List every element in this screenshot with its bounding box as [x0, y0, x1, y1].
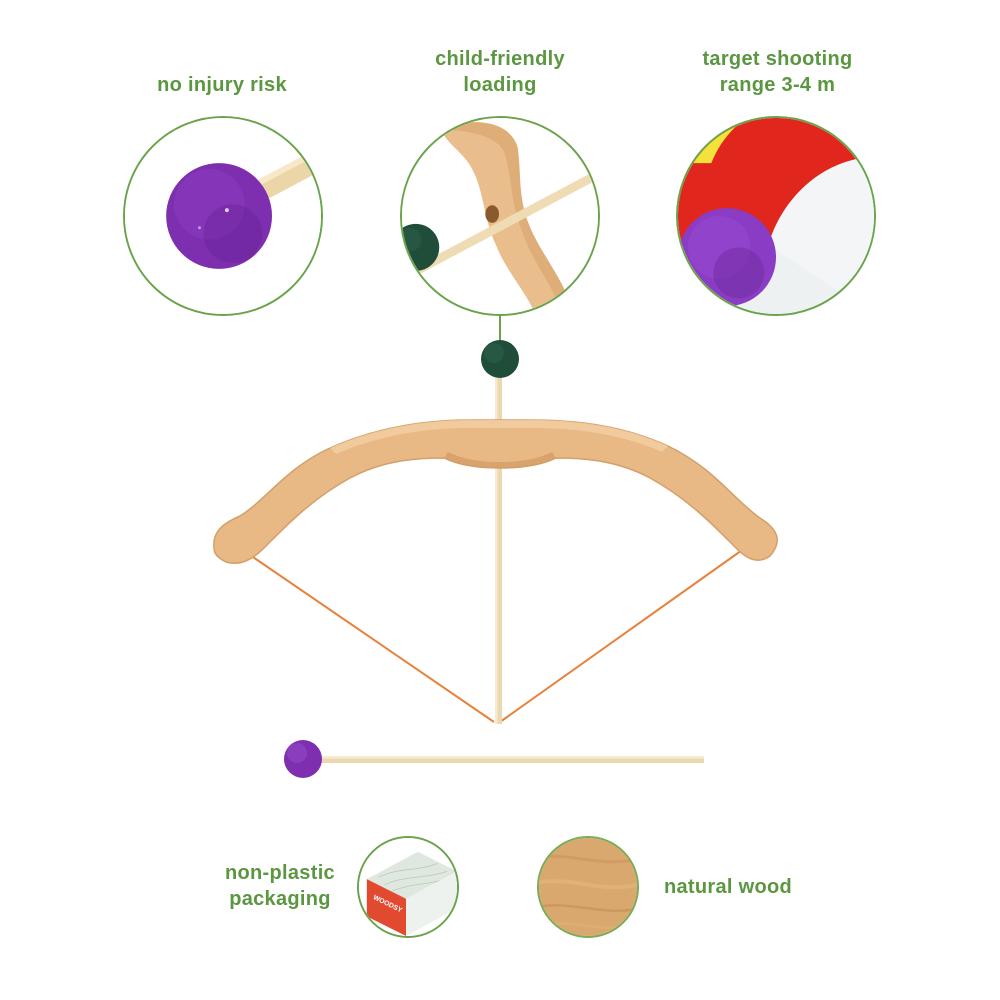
packaging-label-line1: non-plastic: [225, 862, 335, 884]
loading-label: child-friendly loading: [400, 46, 600, 98]
wood-texture-image: [539, 838, 637, 936]
packaging-box-image: WOODSY: [359, 838, 457, 936]
bow-string-right: [499, 547, 746, 723]
no-injury-label: no injury risk: [157, 74, 287, 96]
packaging-label-line2: packaging: [229, 888, 331, 910]
felt-ball-closeup: [123, 116, 323, 316]
box-top: [366, 851, 457, 899]
range-label: target shooting range 3-4 m: [670, 46, 885, 98]
wood-closeup: [537, 836, 639, 938]
wood-label: natural wood: [663, 876, 793, 898]
bow-grip-closeup: [400, 116, 600, 316]
loading-label-line2: loading: [463, 74, 537, 96]
felt-ball-image: [125, 118, 321, 314]
nocked-arrow-shaft: [495, 372, 502, 724]
box-side-red: [366, 879, 407, 936]
packaging-closeup: WOODSY: [357, 836, 459, 938]
packaging-label: non-plastic packaging: [205, 860, 355, 912]
range-label-line2: range 3-4 m: [719, 74, 836, 96]
bow-string-left: [249, 554, 495, 723]
loading-label-line1: child-friendly: [435, 48, 565, 70]
bow-grip-image: [402, 118, 598, 314]
arrow-shaft: [402, 167, 598, 281]
loose-arrow-shaft: [318, 756, 704, 763]
range-label-line1: target shooting: [702, 48, 853, 70]
